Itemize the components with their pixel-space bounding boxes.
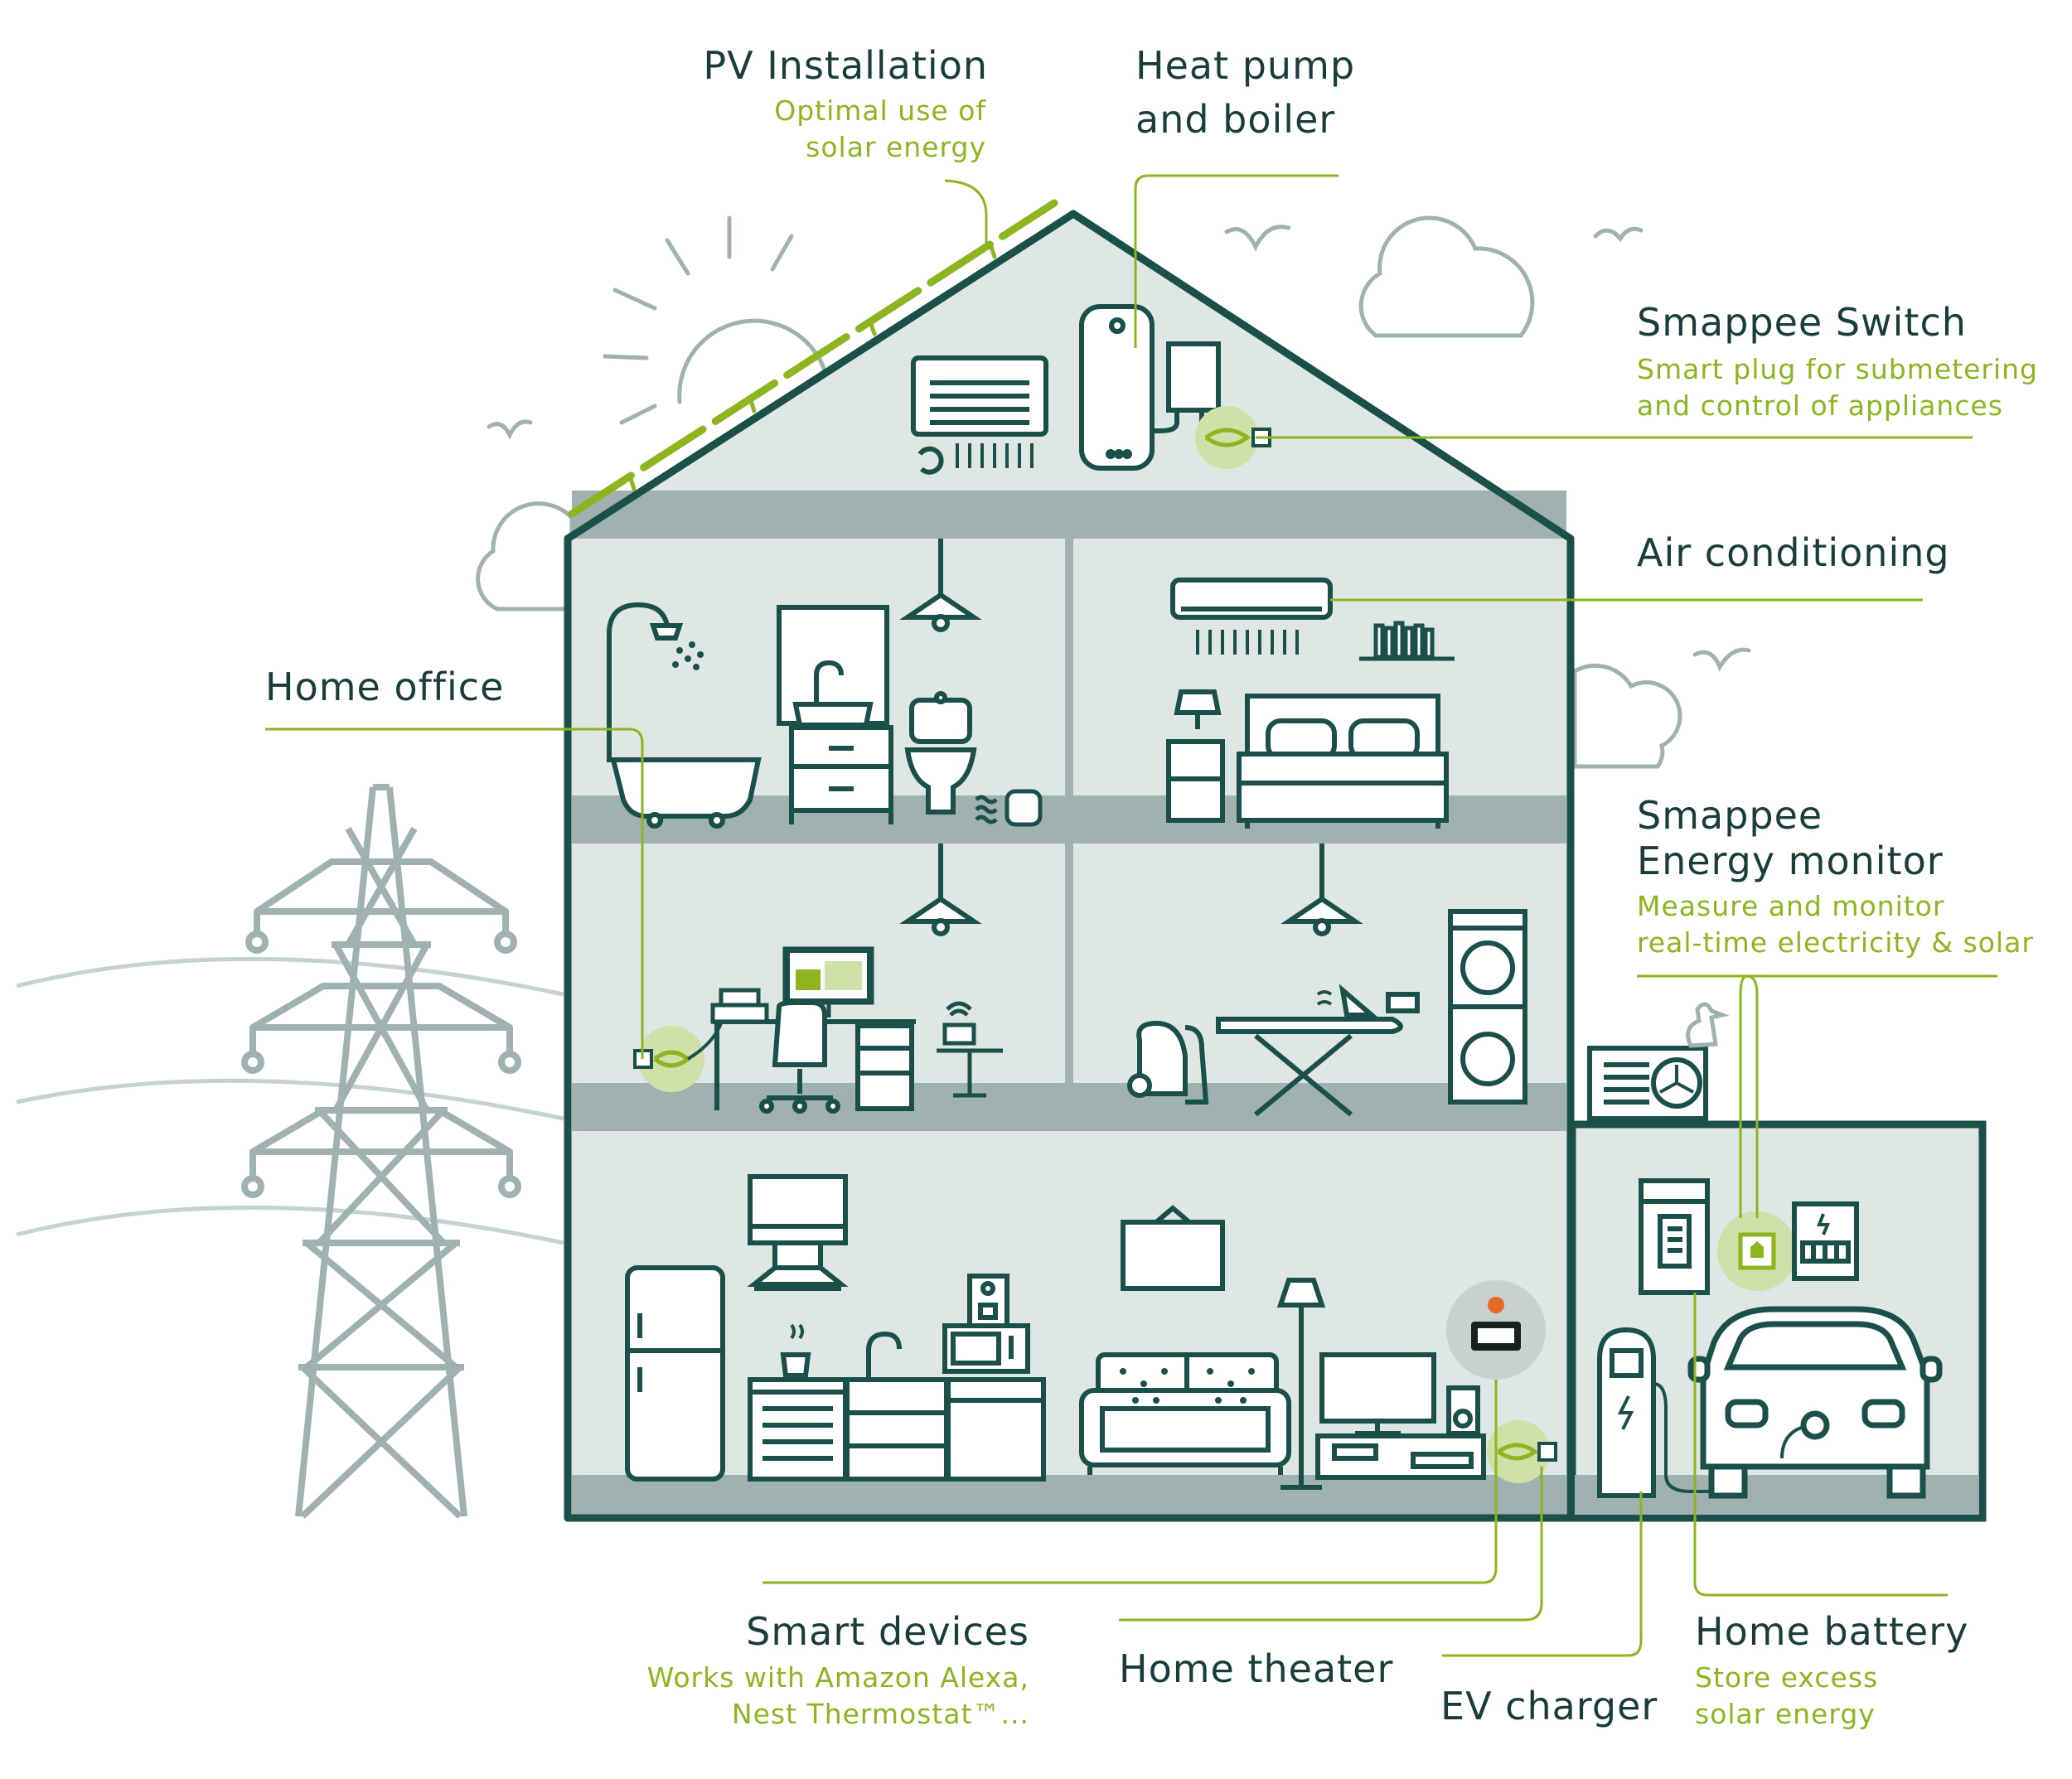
thermostat-icon <box>1446 1280 1546 1380</box>
home-theater-title: Home theater <box>1119 1646 1394 1691</box>
cloud-icon <box>1358 215 1535 338</box>
tv-icon <box>1315 1352 1486 1480</box>
bookshelf-icon <box>1359 621 1455 661</box>
vacuum-icon <box>1127 1020 1209 1105</box>
smart-devices-title: Smart devices <box>746 1609 1029 1654</box>
power-lines <box>16 956 564 1245</box>
smart-plug-icon <box>1487 1420 1557 1483</box>
lamp-icon <box>899 844 982 936</box>
energy-monitor-subtitle-1: Measure and monitor <box>1637 890 1945 922</box>
ev-charger-icon <box>1597 1327 1724 1498</box>
lamp-icon <box>1280 844 1363 936</box>
energy-monitor-icon <box>1717 1211 1797 1291</box>
sink-icon <box>777 605 893 824</box>
air-conditioning-title: Air conditioning <box>1637 530 1950 575</box>
hood-icon <box>747 1174 849 1291</box>
fridge-icon <box>625 1265 725 1482</box>
ev-charger-title: EV charger <box>1440 1684 1658 1728</box>
sofa-icon <box>1079 1352 1291 1475</box>
home-office-title: Home office <box>265 665 505 709</box>
cloud-icon <box>476 501 574 612</box>
heat-pump-icon <box>911 355 1048 475</box>
solar-panel-icon <box>568 199 1058 518</box>
smappee-switch-title: Smappee Switch <box>1637 300 1967 345</box>
speaker-icon <box>1446 1385 1480 1436</box>
smappee-switch-subtitle-2: and control of appliances <box>1637 389 2003 422</box>
smappee-switch-subtitle-1: Smart plug for submetering <box>1637 353 2038 385</box>
energy-monitor-subtitle-2: real-time electricity & solar <box>1637 926 2034 959</box>
seagull-icon <box>1686 1002 1730 1048</box>
toilet-icon <box>904 691 977 815</box>
home-battery-title: Home battery <box>1695 1609 1969 1654</box>
bed-icon <box>1237 694 1449 829</box>
coffee-machine-icon <box>967 1274 1009 1328</box>
attic-floor <box>572 491 1566 539</box>
cloud-icon <box>1572 663 1682 769</box>
lamp-icon <box>899 539 982 632</box>
pv-installation-title: PV Installation <box>703 43 988 88</box>
bird-icon <box>487 225 1751 672</box>
first-floor-slab <box>572 1083 1566 1131</box>
smart-plug-icon <box>633 1022 723 1092</box>
smart-devices-subtitle-2: Nest Thermostat™... <box>731 1698 1029 1730</box>
heat-pump-title-1: Heat pump <box>1135 43 1356 88</box>
home-battery-subtitle-1: Store excess <box>1695 1661 1879 1694</box>
bathtub-icon <box>607 602 762 829</box>
home-battery-subtitle-2: solar energy <box>1695 1698 1876 1730</box>
energy-monitor-title-2: Energy monitor <box>1637 839 1944 883</box>
floor-lamp-icon <box>1276 1278 1326 1490</box>
heat-pump-title-2: and boiler <box>1135 97 1336 142</box>
computer-icon <box>782 946 874 1018</box>
microwave-icon <box>942 1323 1030 1374</box>
car-icon <box>1687 1306 1943 1499</box>
power-pylon-icon <box>241 784 521 1519</box>
ground-floor <box>572 1475 1566 1515</box>
printer-icon <box>710 988 769 1024</box>
towel-heater-icon <box>975 789 1043 827</box>
nightstand-icon <box>1166 689 1225 823</box>
smart-devices-subtitle-1: Works with Amazon Alexa, <box>646 1661 1029 1694</box>
pv-installation-subtitle-1: Optimal use of <box>774 94 986 127</box>
ironing-board-icon <box>1216 984 1420 1117</box>
smart-plug-icon <box>1195 406 1271 469</box>
pv-installation-subtitle-2: solar energy <box>806 131 986 163</box>
kitchen-counter-icon <box>845 1331 1046 1482</box>
stove-icon <box>748 1323 848 1482</box>
outdoor-unit-icon <box>1587 1046 1708 1127</box>
office-chair-icon <box>759 1000 840 1114</box>
energy-monitor-title-1: Smappee <box>1637 793 1823 838</box>
router-icon <box>937 1001 1003 1098</box>
washer-dryer-icon <box>1448 909 1527 1105</box>
home-battery-icon <box>1639 1178 1710 1295</box>
picture-frame-icon <box>1121 1205 1225 1291</box>
fuse-box-icon <box>1792 1201 1859 1281</box>
callout-lines <box>265 174 1997 1657</box>
